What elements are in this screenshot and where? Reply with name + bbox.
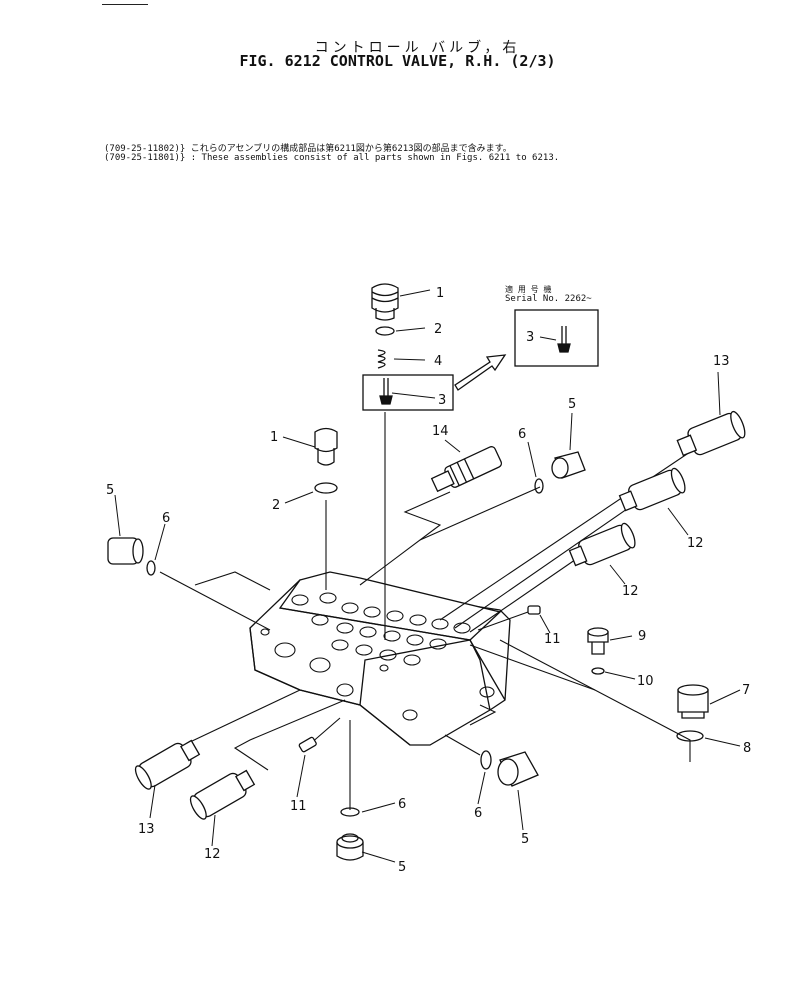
inset-screw-part-3 [557, 326, 571, 353]
callout-label: 11 [290, 799, 307, 814]
callout-label: 1 [436, 286, 444, 301]
callout-label: 6 [474, 806, 482, 821]
callout-label: 5 [521, 832, 529, 847]
serial-inset-box [514, 309, 599, 367]
callout-labels: 1 2 4 3 3 13 5 6 14 1 2 5 6 12 12 11 9 1… [106, 286, 751, 875]
callout-label: 3 [526, 330, 534, 345]
valve-body [249, 571, 511, 746]
plug-part-5-bottom [336, 833, 364, 861]
callout-label: 1 [270, 430, 278, 445]
figure-title: FIG. 6212 CONTROL VALVE, R.H. (2/3) [239, 52, 556, 70]
serial-arrow [454, 354, 507, 391]
top-plug-assembly [362, 283, 507, 411]
callout-label: 10 [637, 674, 654, 689]
callout-label: 6 [518, 427, 526, 442]
callout-label: 12 [622, 584, 639, 599]
callout-label: 4 [434, 354, 442, 369]
callout-label: 2 [434, 322, 442, 337]
valve-part-12-upper [618, 467, 686, 512]
o-ring-part-6-bottom-right [480, 750, 492, 770]
valve-part-12-lower [568, 522, 636, 567]
callout-label: 12 [204, 847, 221, 862]
leader-lines [159, 412, 691, 810]
o-ring-part-6-bottom [340, 807, 360, 817]
plug-part-7 [677, 684, 709, 719]
callout-label: 7 [742, 683, 750, 698]
plug-part-1-top [371, 283, 399, 321]
callout-label: 2 [272, 498, 280, 513]
callout-label: 6 [398, 797, 406, 812]
plug-part-5-bottom-right [497, 751, 539, 787]
callout-leaders [114, 289, 741, 863]
valve-part-13-top [676, 410, 746, 457]
valve-part-13-bottom [134, 739, 201, 790]
callout-label: 3 [438, 393, 446, 408]
plug-part-5-top-right [551, 451, 586, 479]
valve-part-12-bottom [189, 769, 256, 820]
callout-label: 5 [568, 397, 576, 412]
o-ring-part-6-top [534, 478, 544, 494]
spring-part-4 [377, 349, 386, 369]
plug-part-5-left [107, 537, 144, 565]
o-ring-part-6-left [146, 560, 156, 576]
callout-label: 6 [162, 511, 170, 526]
o-ring-part-2-top [375, 326, 395, 336]
o-ring-part-2-left [314, 482, 338, 494]
callout-label: 9 [638, 629, 646, 644]
top-rule [102, 4, 148, 5]
plug-part-9 [587, 627, 609, 655]
relief-valve-part-14 [430, 446, 503, 493]
serial-label-japanese: 適 用 号 機 [505, 285, 552, 294]
callout-label: 11 [544, 632, 561, 647]
callout-label: 14 [432, 424, 449, 439]
callout-label: 13 [138, 822, 155, 837]
bolt-part-11-left [298, 736, 317, 753]
callout-label: 5 [106, 483, 114, 498]
callout-label: 12 [687, 536, 704, 551]
screw-part-3 [383, 378, 389, 396]
part-3-box [362, 374, 454, 411]
o-ring-part-10 [591, 667, 605, 675]
note-japanese: (709-25-11802)} これらのアセンブリの構成部品は第6211図から第… [104, 144, 512, 154]
callout-label: 5 [398, 860, 406, 875]
o-ring-part-8 [676, 730, 704, 742]
left-plug-part-1 [314, 427, 338, 466]
callout-label: 13 [713, 354, 730, 369]
serial-number-label: Serial No. 2262~ [505, 294, 592, 304]
bolt-part-11-right [527, 605, 541, 615]
note-english: (709-25-11801)} : These assemblies consi… [104, 153, 560, 163]
callout-label: 8 [743, 741, 751, 756]
title-japanese: コントロール バルブ，右 [314, 40, 521, 56]
